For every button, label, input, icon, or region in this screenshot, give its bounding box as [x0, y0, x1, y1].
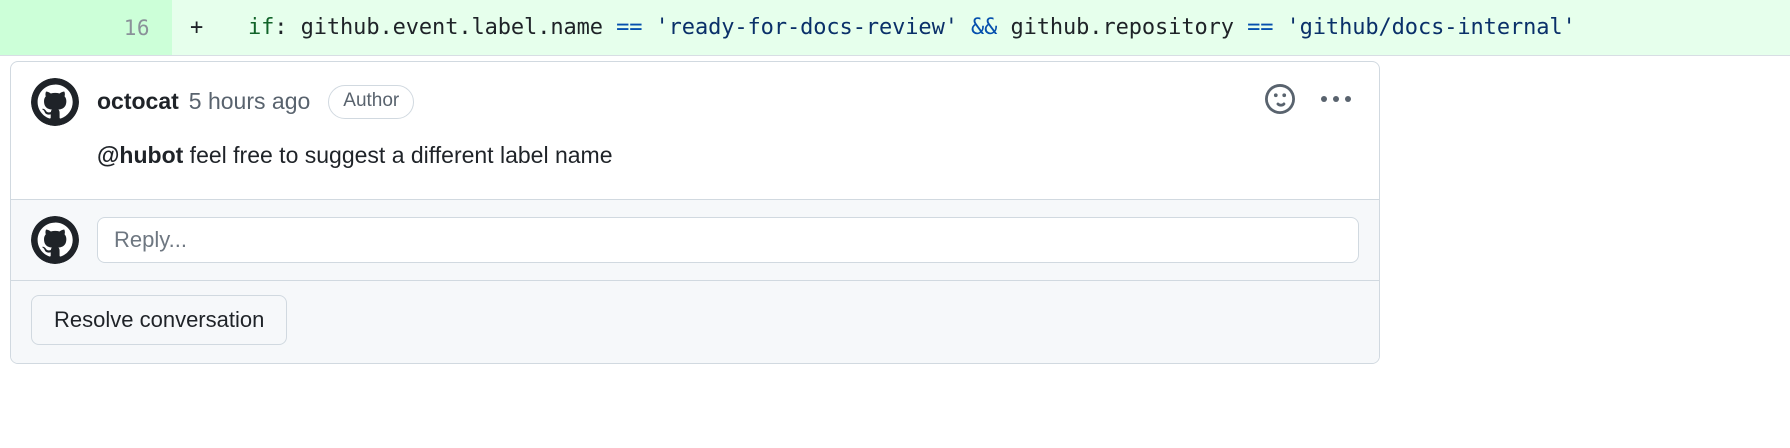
user-mention-link[interactable]: @hubot [97, 142, 184, 168]
kebab-dot [1333, 96, 1339, 102]
code-token-key: if [248, 15, 275, 40]
comment-header: octocat 5 hours ago Author [11, 62, 1379, 132]
avatar[interactable] [31, 215, 79, 264]
kebab-dot [1321, 96, 1327, 102]
code-token-op-a: == [616, 15, 656, 40]
comment-timestamp[interactable]: 5 hours ago [188, 88, 311, 115]
author-badge: Author [328, 85, 415, 119]
diff-code-content: if: github.event.label.name == 'ready-fo… [228, 0, 1790, 55]
reply-row: Reply... [11, 198, 1379, 280]
comment-footer: Resolve conversation [11, 279, 1379, 363]
code-token-colon: : [274, 15, 301, 40]
code-token-expr-a: github.event.label.name [300, 15, 617, 40]
diff-line-number: 16 [0, 0, 172, 55]
kebab-menu-icon[interactable] [1321, 96, 1351, 102]
comment-body-text: feel free to suggest a different label n… [183, 142, 613, 168]
comment-body: @hubot feel free to suggest a different … [11, 132, 1379, 199]
code-token-string-a: 'ready-for-docs-review' [655, 15, 971, 40]
review-comment-card: octocat 5 hours ago Author @hubot feel f… [10, 61, 1380, 364]
comment-meta: octocat 5 hours ago Author [97, 85, 415, 119]
reply-input[interactable]: Reply... [97, 216, 1359, 263]
diff-line-row: 16 + if: github.event.label.name == 'rea… [0, 0, 1790, 56]
avatar[interactable] [31, 78, 79, 126]
resolve-conversation-button[interactable]: Resolve conversation [31, 294, 288, 345]
kebab-dot [1345, 96, 1351, 102]
smiley-icon[interactable] [1265, 84, 1295, 114]
comment-actions [1265, 84, 1351, 114]
comment-author[interactable]: octocat [97, 88, 179, 115]
code-token-string-b: 'github/docs-internal' [1286, 15, 1576, 40]
code-token-op-b: && [971, 15, 1011, 40]
code-token-op-c: == [1247, 15, 1287, 40]
diff-change-marker: + [190, 15, 204, 40]
code-token-expr-b: github.repository [1010, 15, 1248, 40]
